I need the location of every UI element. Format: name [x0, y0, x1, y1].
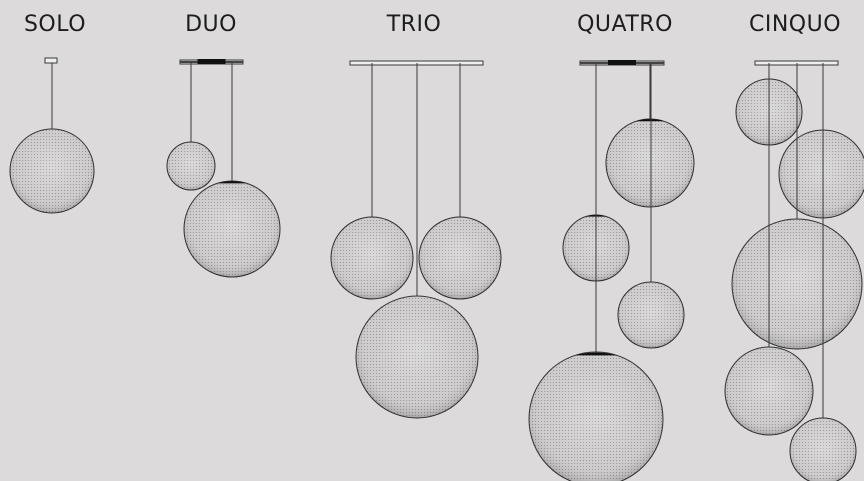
cinquo-globe-2-shade [779, 130, 864, 218]
label-trio: TRIO [386, 12, 442, 37]
trio-globe-left-shade [331, 217, 413, 299]
trio-globe-right-shade [419, 217, 501, 299]
label-cinquo: CINQUO [748, 12, 842, 37]
quatro-globe-bottom-cap [574, 352, 618, 356]
duo-globe-large-cap [216, 181, 248, 184]
quatro-globe-upper-right-shade [606, 119, 694, 207]
label-duo: DUO [185, 12, 237, 37]
duo-globe-large-shade [184, 181, 280, 277]
label-solo: SOLO [23, 12, 87, 37]
trio-globe-bottom-shade [356, 296, 478, 418]
cinquo-globe-3-shade [732, 219, 862, 349]
solo-canopy [44, 57, 58, 64]
label-quatro: QUATRO [577, 12, 673, 37]
cinquo-globe-4-shade [725, 347, 813, 435]
cinquo-globe-5-shade [790, 418, 856, 481]
quatro-globe-bottom-shade [529, 352, 663, 481]
duo-globe-small-shade [167, 142, 215, 190]
quatro-canopy-cap [608, 60, 636, 65]
solo-globe-shade [10, 129, 94, 213]
quatro-globe-middle-right-shade [618, 282, 684, 348]
quatro-globe-upper-right-cap [635, 119, 665, 122]
duo-canopy-cap [197, 59, 226, 64]
